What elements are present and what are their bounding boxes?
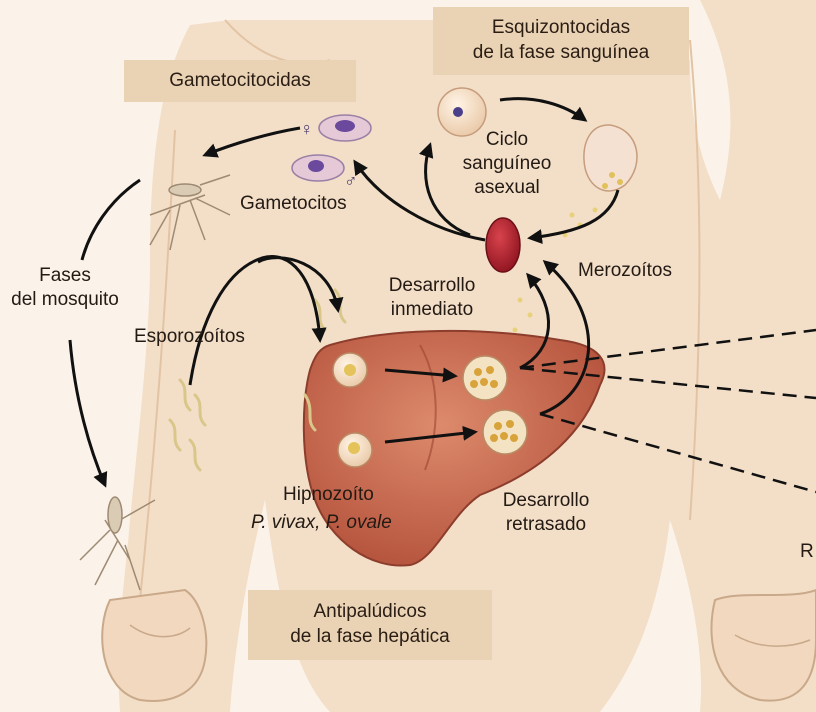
liver-cell-sporozoite-1 — [333, 353, 367, 387]
blood-stage-box-line-1: Esquizontocidas — [433, 15, 689, 40]
species-label: P. vivax, P. ovale — [251, 511, 392, 535]
gametocytes-label: Gametocitos — [240, 192, 347, 216]
gametocytocides-box: Gametocitocidas — [124, 60, 356, 102]
red-blood-cell — [486, 218, 520, 272]
blood-stage-schizonticides-box: Esquizontocidas de la fase sanguínea — [433, 7, 689, 75]
mosquito-stages-line-1: Fases — [0, 264, 130, 288]
blood-cycle-line-3: asexual — [455, 176, 559, 200]
blood-cycle-line-2: sanguíneo — [455, 152, 559, 176]
sporozoites-label: Esporozoítos — [134, 325, 245, 349]
immediate-development-line-2: inmediato — [370, 298, 494, 322]
delayed-development-label: Desarrollo retrasado — [484, 489, 608, 537]
delayed-development-line-1: Desarrollo — [484, 489, 608, 513]
immediate-development-label: Desarrollo inmediato — [370, 274, 494, 322]
merozoites-label: Merozoítos — [578, 259, 672, 283]
blood-cycle-label: Ciclo sanguíneo asexual — [455, 128, 559, 200]
blood-cycle-line-1: Ciclo — [455, 128, 559, 152]
female-symbol: ♀ — [300, 120, 314, 138]
blood-stage-box-line-2: de la fase sanguínea — [433, 40, 689, 65]
liver-cell-hypnozoite — [338, 433, 372, 467]
male-symbol: ♂ — [344, 172, 358, 190]
mosquito-stages-line-2: del mosquito — [0, 288, 130, 312]
rupturing-schizont — [584, 125, 637, 191]
gametocytocides-label: Gametocitocidas — [124, 68, 356, 93]
delayed-development-line-2: retrasado — [484, 513, 608, 537]
liver-schizont-immediate — [463, 356, 507, 400]
gametocyte-male — [292, 155, 344, 181]
liver-stage-antimalarials-box: Antipalúdicos de la fase hepática — [248, 590, 492, 660]
mosquito-stages-label: Fases del mosquito — [0, 264, 130, 312]
liver-stage-box-line-1: Antipalúdicos — [248, 599, 492, 624]
immediate-development-line-1: Desarrollo — [370, 274, 494, 298]
cut-off-letter: R — [800, 540, 814, 564]
left-hand — [102, 590, 206, 701]
liver-stage-box-line-2: de la fase hepática — [248, 624, 492, 649]
liver-schizont-delayed — [483, 410, 527, 454]
hypnozoite-label: Hipnozoíto — [283, 483, 374, 507]
gametocyte-female — [319, 115, 371, 141]
